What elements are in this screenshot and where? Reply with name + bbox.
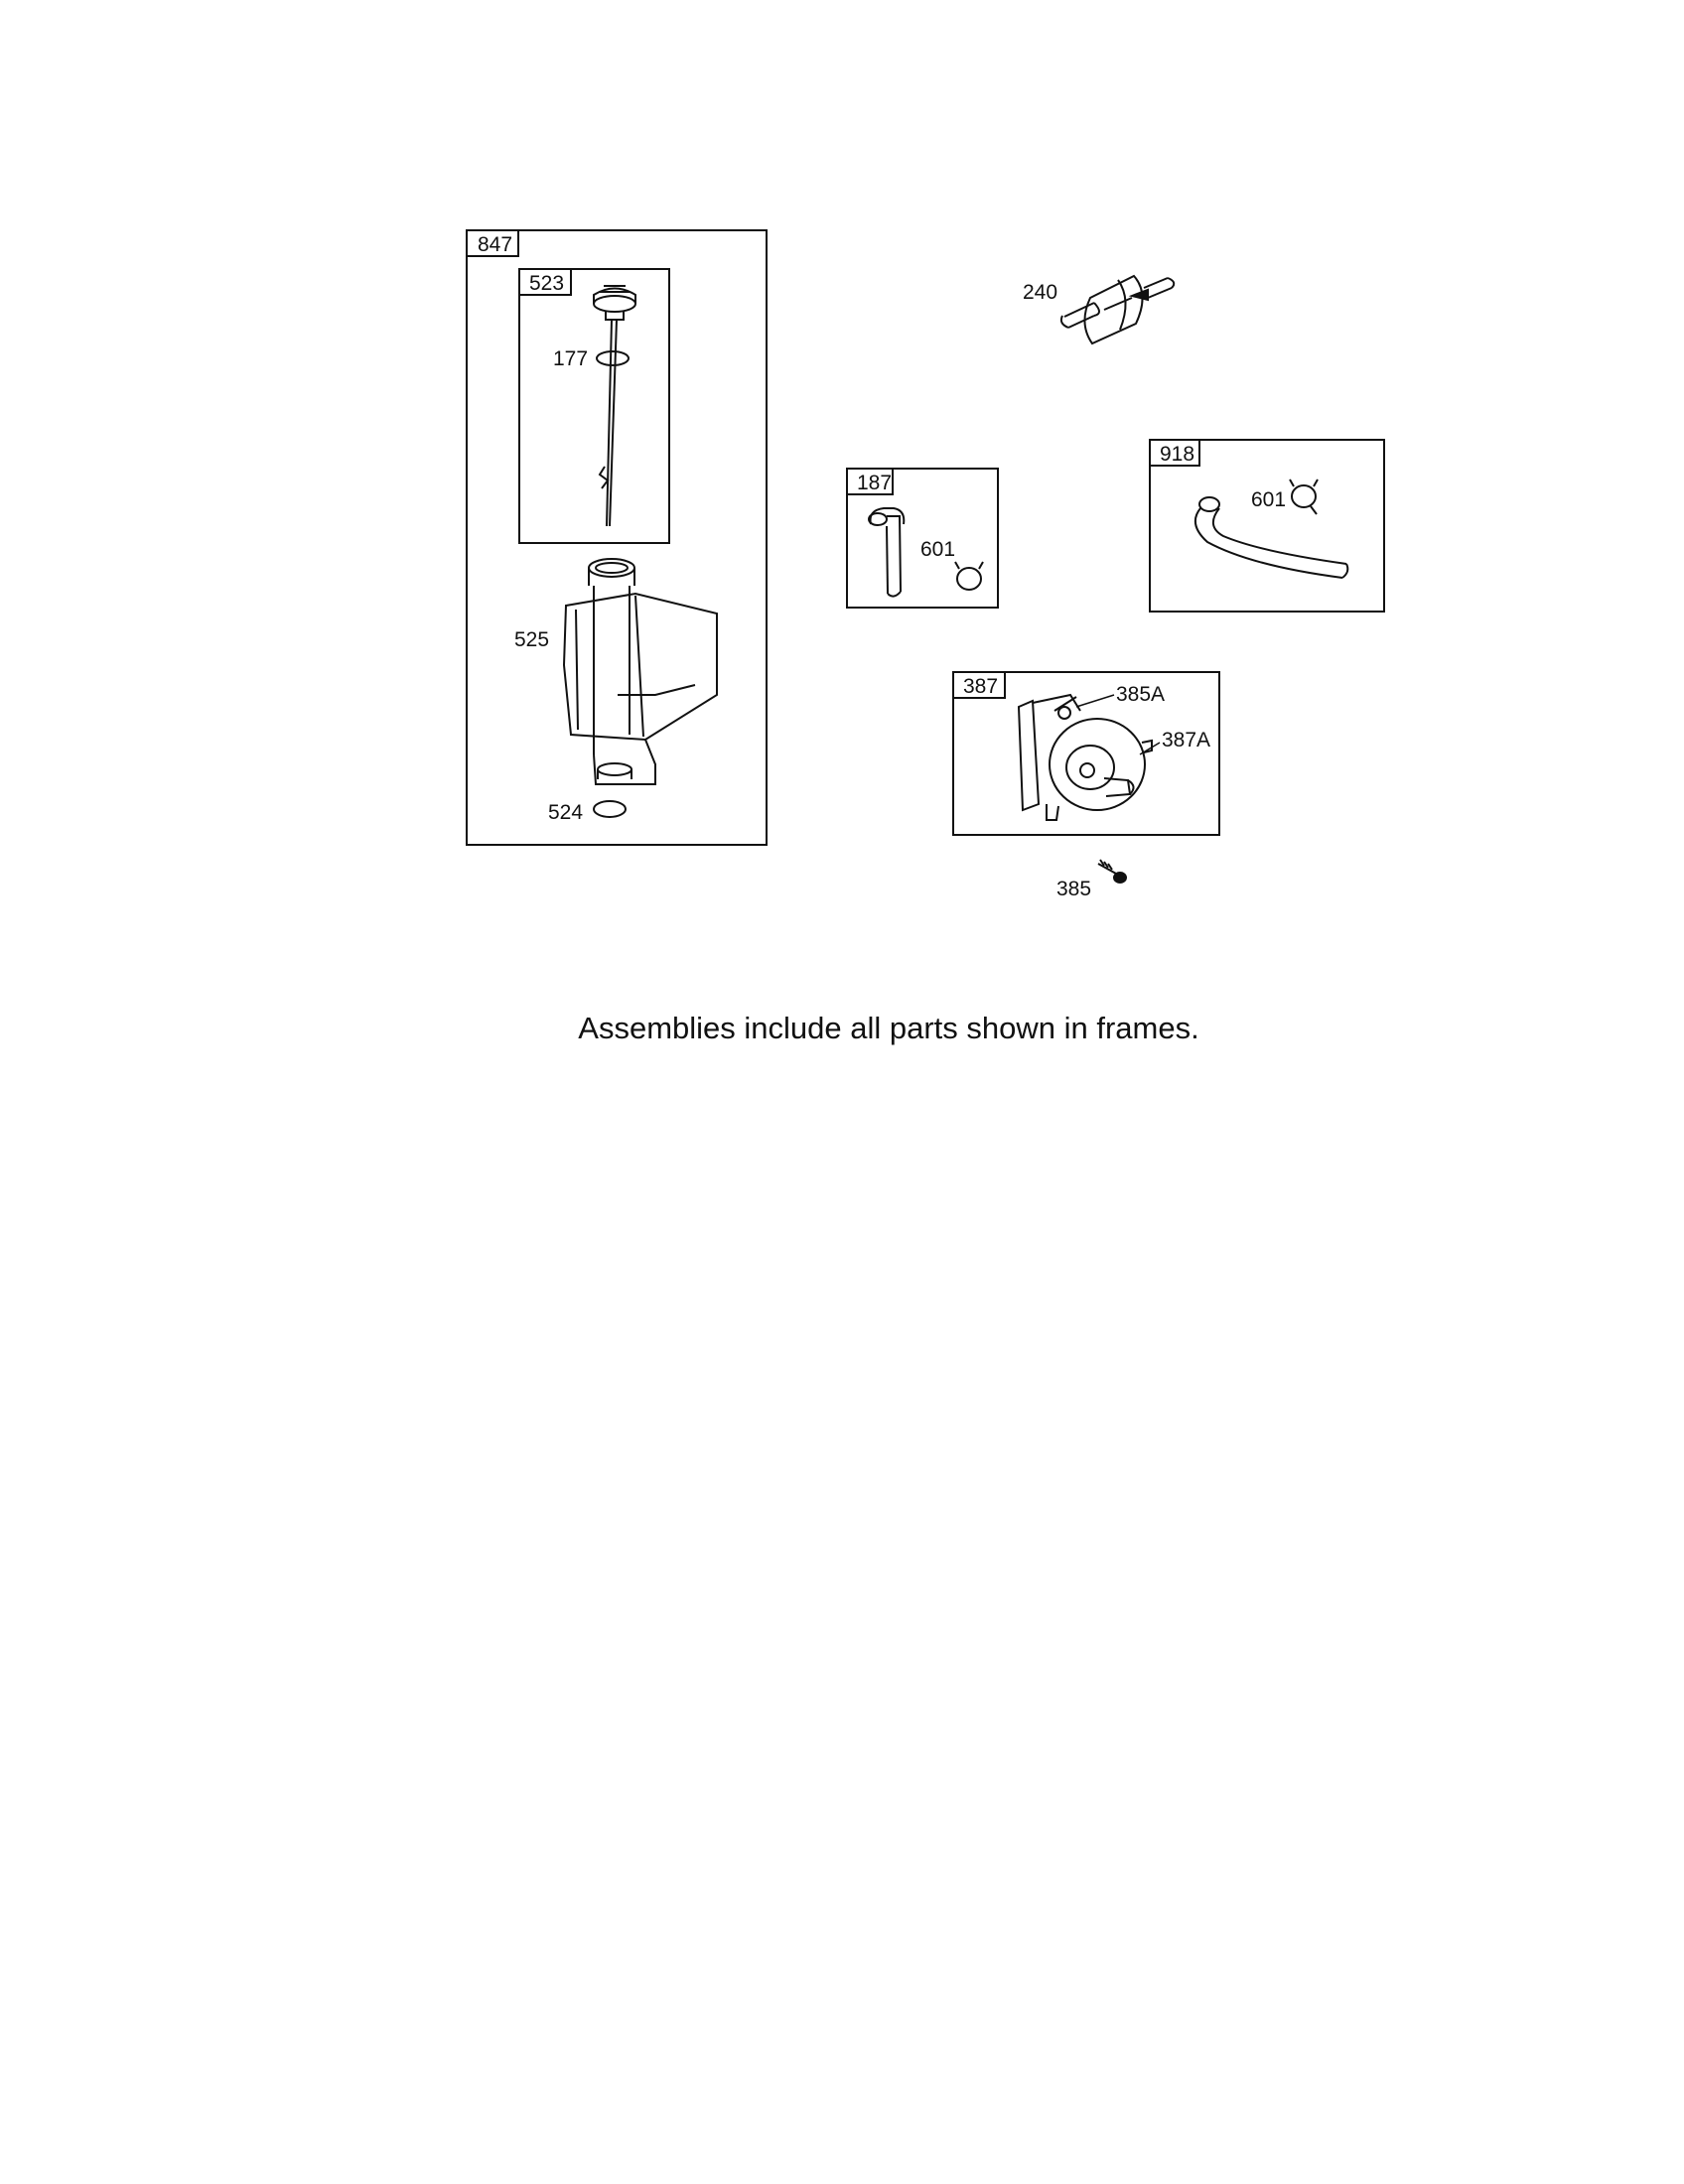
fuel-filter-240-icon	[1059, 274, 1176, 345]
frame-847: 847	[466, 229, 768, 846]
o-ring-524-icon	[593, 800, 627, 818]
hose-187-icon	[868, 507, 906, 598]
frame-523: 523	[518, 268, 670, 544]
clamp-601-918-icon	[1289, 478, 1319, 515]
frame-387-tag: 387	[963, 675, 998, 698]
dipstick-tube-525-icon	[562, 558, 718, 785]
frame-918-tag: 918	[1160, 443, 1194, 466]
hose-918-icon	[1193, 496, 1349, 579]
frame-523-tag: 523	[529, 272, 564, 295]
screw-385-icon	[1097, 859, 1127, 884]
label-525: 525	[514, 628, 549, 651]
frame-187: 187	[846, 468, 999, 609]
label-177: 177	[553, 347, 588, 370]
parts-diagram: 847 523 177 525 5	[466, 229, 1385, 900]
frame-387: 387	[952, 671, 1220, 836]
label-524: 524	[548, 801, 583, 824]
dipstick-icon	[593, 285, 636, 527]
fuel-pump-387-icon	[1017, 693, 1153, 821]
frame-847-tag: 847	[478, 233, 512, 256]
label-601-a: 601	[920, 538, 955, 561]
leader-385A	[1075, 694, 1115, 708]
caption: Assemblies include all parts shown in fr…	[578, 1011, 1199, 1045]
frame-187-tag: 187	[857, 472, 892, 494]
label-240: 240	[1023, 281, 1057, 304]
label-601-b: 601	[1251, 488, 1286, 511]
label-387A: 387A	[1162, 729, 1210, 751]
leader-387A	[1139, 742, 1161, 755]
label-385: 385	[1056, 878, 1091, 900]
o-ring-177-icon	[596, 350, 630, 366]
frame-918: 918	[1149, 439, 1385, 613]
clamp-601-icon	[954, 561, 984, 591]
label-385A: 385A	[1116, 683, 1165, 706]
